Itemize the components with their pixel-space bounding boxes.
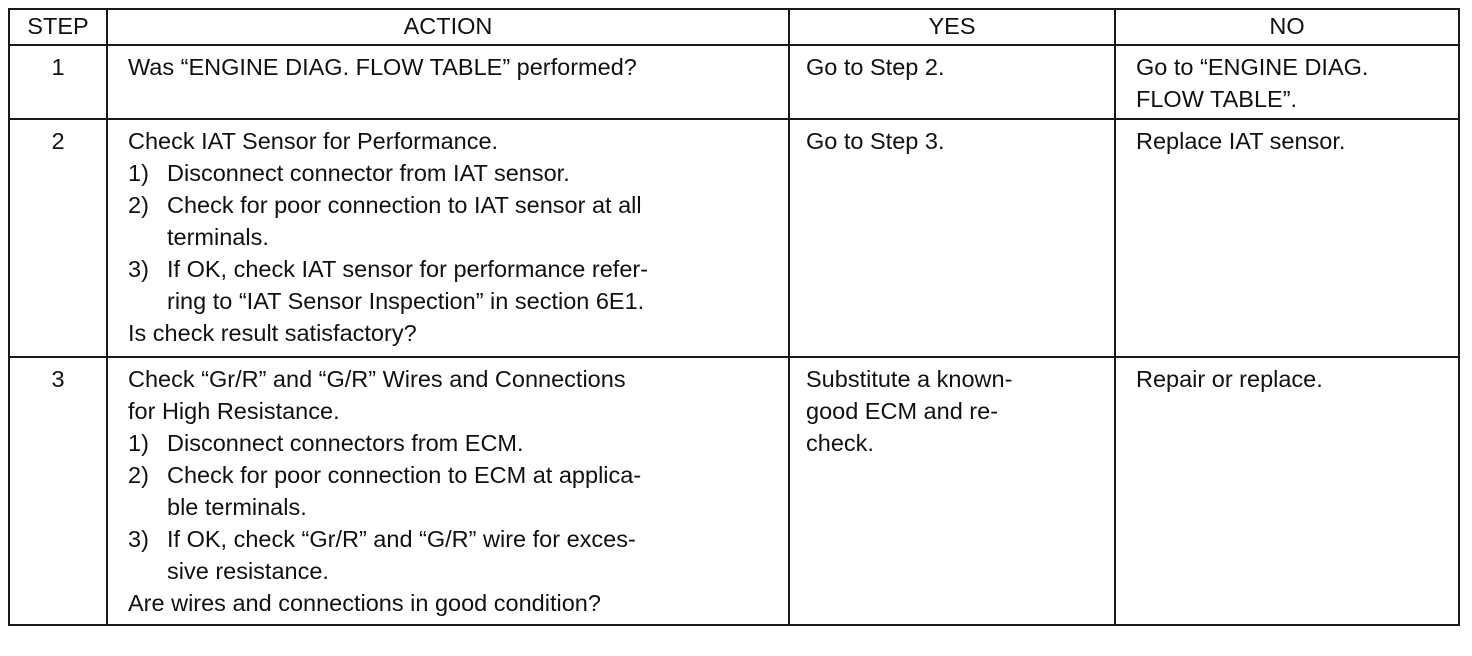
list-item-text: Check for poor connection to IAT sensor … (167, 192, 642, 250)
list-item: 1) Disconnect connector from IAT sensor. (128, 157, 778, 189)
step-number: 3 (8, 356, 108, 626)
list-item-number: 1) (128, 160, 149, 186)
list-item-text: If OK, check “Gr/R” and “G/R” wire for e… (167, 526, 636, 584)
yes-cell: Go to Step 3. (788, 118, 1116, 358)
diagnostic-table: STEP ACTION YES NO 1 Was “ENGINE DIAG. F… (8, 8, 1460, 626)
list-item: 1) Disconnect connectors from ECM. (128, 427, 778, 459)
action-question: Are wires and connections in good condit… (128, 590, 601, 616)
action-title: Check “Gr/R” and “G/R” Wires and Connect… (128, 366, 626, 424)
list-item: 3) If OK, check IAT sensor for performan… (128, 253, 778, 317)
list-item-text: Disconnect connector from IAT sensor. (167, 160, 570, 186)
list-item-number: 1) (128, 430, 149, 456)
header-row: STEP ACTION YES NO (8, 8, 1460, 46)
no-cell: Replace IAT sensor. (1114, 118, 1460, 358)
header-action: ACTION (106, 8, 790, 46)
list-item: 2) Check for poor connection to IAT sens… (128, 189, 778, 253)
yes-cell: Go to Step 2. (788, 44, 1116, 120)
table-row: 3 Check “Gr/R” and “G/R” Wires and Conne… (8, 356, 1460, 626)
table-row: 2 Check IAT Sensor for Performance. 1) D… (8, 118, 1460, 358)
list-item-number: 3) (128, 256, 149, 282)
action-cell: Check “Gr/R” and “G/R” Wires and Connect… (106, 356, 790, 626)
step-number: 1 (8, 44, 108, 120)
table-row: 1 Was “ENGINE DIAG. FLOW TABLE” performe… (8, 44, 1460, 120)
diagnostic-page: STEP ACTION YES NO 1 Was “ENGINE DIAG. F… (8, 8, 1464, 626)
list-item-number: 3) (128, 526, 149, 552)
step-number: 2 (8, 118, 108, 358)
action-title: Was “ENGINE DIAG. FLOW TABLE” performed? (128, 54, 637, 80)
list-item-number: 2) (128, 192, 149, 218)
action-cell: Check IAT Sensor for Performance. 1) Dis… (106, 118, 790, 358)
action-steps-list: 1) Disconnect connectors from ECM. 2) Ch… (128, 427, 778, 587)
list-item-text: Check for poor connection to ECM at appl… (167, 462, 642, 520)
list-item-number: 2) (128, 462, 149, 488)
action-question: Is check result satisfactory? (128, 320, 417, 346)
no-cell: Repair or replace. (1114, 356, 1460, 626)
list-item-text: Disconnect connectors from ECM. (167, 430, 524, 456)
list-item-text: If OK, check IAT sensor for performance … (167, 256, 649, 314)
action-cell: Was “ENGINE DIAG. FLOW TABLE” performed? (106, 44, 790, 120)
action-title: Check IAT Sensor for Performance. (128, 128, 499, 154)
header-no: NO (1114, 8, 1460, 46)
action-steps-list: 1) Disconnect connector from IAT sensor.… (128, 157, 778, 317)
no-cell: Go to “ENGINE DIAG. FLOW TABLE”. (1114, 44, 1460, 120)
list-item: 3) If OK, check “Gr/R” and “G/R” wire fo… (128, 523, 778, 587)
header-step: STEP (8, 8, 108, 46)
list-item: 2) Check for poor connection to ECM at a… (128, 459, 778, 523)
yes-cell: Substitute a known- good ECM and re- che… (788, 356, 1116, 626)
header-yes: YES (788, 8, 1116, 46)
